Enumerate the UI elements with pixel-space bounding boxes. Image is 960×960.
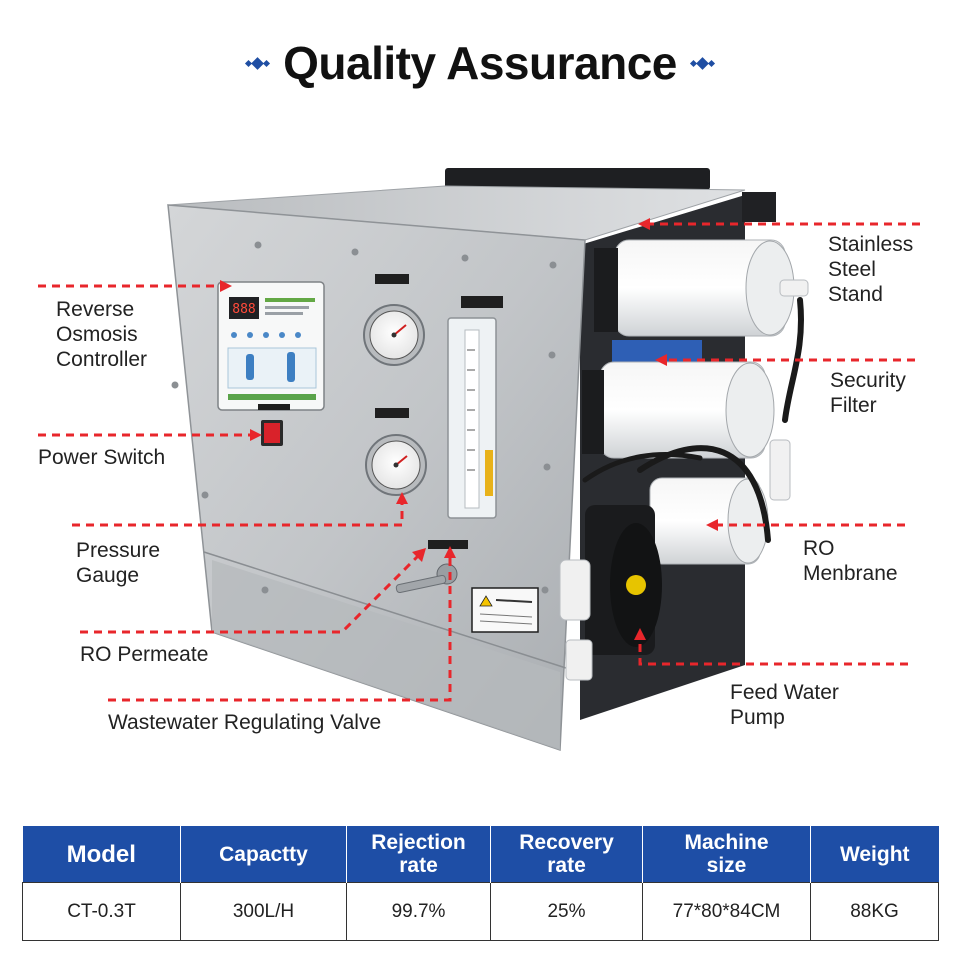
label-ro-membrane: RO Menbrane — [803, 537, 898, 585]
panel-screws — [171, 241, 557, 594]
header-rejection-rate: Rejection rate — [346, 826, 491, 883]
label-ro-permeate: RO Permeate — [80, 643, 209, 666]
spec-header-row: Model Capactty Rejection rate Recovery r… — [22, 826, 939, 883]
header-model: Model — [22, 826, 181, 883]
ro-controller-panel: 888 — [217, 281, 325, 411]
cell-model: CT-0.3T — [22, 882, 181, 941]
flow-meter — [447, 296, 503, 519]
pressure-gauge-bottom — [365, 408, 427, 496]
controller-display: 888 — [232, 302, 255, 317]
table-row: CT-0.3T 300L/H 99.7% 25% 77*80*84CM 88KG — [22, 882, 939, 941]
header-recovery-rate: Recovery rate — [490, 826, 643, 883]
permeate-valve — [395, 540, 468, 594]
heading-ornament-left — [245, 56, 271, 70]
page-heading: Quality Assurance — [0, 30, 960, 96]
feed-water-pump — [559, 505, 662, 681]
header-weight: Weight — [810, 826, 939, 883]
ro-membrane-housings — [582, 239, 795, 565]
callout-lines — [38, 222, 920, 702]
cell-rejection-rate: 99.7% — [346, 882, 491, 941]
power-switch — [258, 404, 290, 446]
pressure-gauge-top — [363, 274, 425, 366]
cell-machine-size: 77*80*84CM — [642, 882, 811, 941]
spec-table: Model Capactty Rejection rate Recovery r… — [22, 826, 939, 941]
page-title: Quality Assurance — [283, 37, 677, 89]
label-pressure-gauge: Pressure Gauge — [76, 539, 161, 587]
cell-capacity: 300L/H — [180, 882, 347, 941]
label-reverse-osmosis-controller: Reverse Osmosis Controller — [56, 298, 148, 371]
label-feed-water-pump: Feed Water Pump — [730, 681, 839, 729]
header-machine-size: Machine size — [642, 826, 811, 883]
label-stainless-steel-stand: Stainless Steel Stand — [828, 233, 914, 306]
callout-arrowheads — [220, 218, 718, 640]
label-wastewater-regulating-valve: Wastewater Regulating Valve — [108, 711, 382, 734]
cell-weight: 88KG — [810, 882, 939, 941]
label-security-filter: Security Filter — [830, 369, 906, 417]
label-power-switch: Power Switch — [38, 446, 166, 469]
heading-ornament-right — [689, 56, 715, 70]
piping — [582, 192, 809, 543]
ro-machine-illustration: 888 — [38, 168, 920, 752]
cell-recovery-rate: 25% — [490, 882, 643, 941]
header-capacity: Capactty — [180, 826, 347, 883]
warning-label — [471, 587, 539, 633]
